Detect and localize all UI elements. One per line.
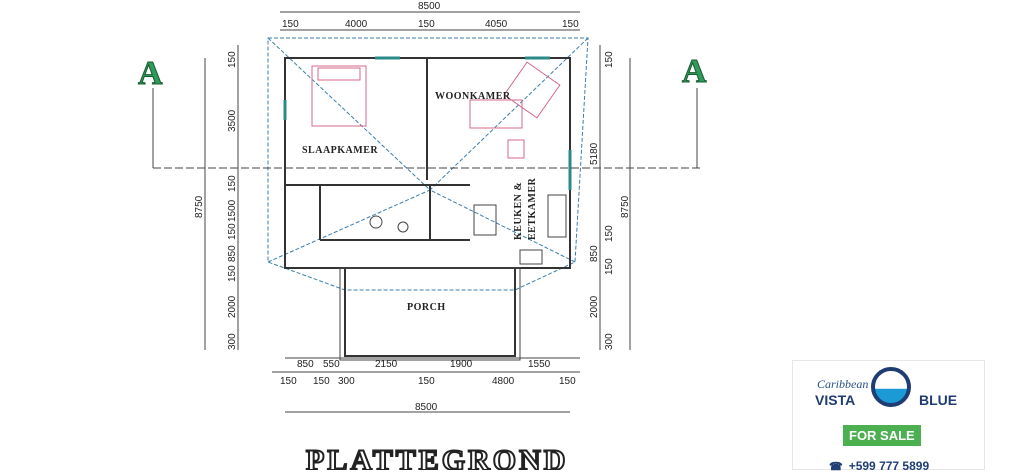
room-label-keuken: KEUKEN & <box>513 182 524 240</box>
room-label-slaapkamer: SLAAPKAMER <box>302 145 378 156</box>
bottom-dim-5: 1550 <box>528 359 551 370</box>
top-dim-2: 4000 <box>345 19 368 30</box>
roof-hip-line <box>267 189 431 263</box>
left-dim-4: 1500 <box>227 199 238 222</box>
bottom-dim-3: 2150 <box>375 359 398 370</box>
right-dim-6: 150 <box>604 258 615 275</box>
left-dim-3: 150 <box>227 175 238 192</box>
left-dim-1: 150 <box>227 51 238 68</box>
room-label-eetkamer: EETKAMER <box>527 177 538 240</box>
right-dim-4: 850 <box>589 245 600 262</box>
phone-number[interactable]: ☎ +599 777 5899 <box>829 459 929 473</box>
agency-badge[interactable]: Caribbean VISTA BLUE FOR SALE ☎ +599 777 … <box>792 360 985 473</box>
roof-hip-line <box>429 37 589 191</box>
right-total-dimension: 8750 <box>620 195 631 218</box>
kitchen-counter <box>547 194 567 238</box>
porch-edge <box>339 267 521 361</box>
brand-name-left: VISTA <box>815 392 856 408</box>
bottom-dim-10: 4800 <box>492 376 515 387</box>
bottom-dim-6: 150 <box>280 376 297 387</box>
brand-name-right: BLUE <box>919 392 958 408</box>
right-dim-1: 150 <box>604 51 615 68</box>
bed <box>311 65 367 127</box>
top-dim-5: 150 <box>562 19 579 30</box>
left-dim-7: 150 <box>227 265 238 282</box>
section-marker-left: A <box>138 55 163 92</box>
bottom-total-dimension: 8500 <box>415 402 438 413</box>
bottom-dim-7: 150 <box>313 376 330 387</box>
top-dim-3: 150 <box>418 19 435 30</box>
lounge-chair <box>503 61 561 119</box>
room-label-woonkamer: WOONKAMER <box>435 91 511 102</box>
sink <box>519 249 543 265</box>
plan-title: PLATTEGROND <box>306 444 568 470</box>
top-dim-1: 150 <box>282 19 299 30</box>
bottom-dim-4: 1900 <box>450 359 473 370</box>
left-dim-2: 3500 <box>227 109 238 132</box>
washbasin <box>397 221 409 233</box>
toilet <box>369 215 383 229</box>
for-sale-badge: FOR SALE <box>843 425 921 446</box>
bottom-dim-8: 300 <box>338 376 355 387</box>
bed-pillow <box>317 67 361 81</box>
room-label-porch: PORCH <box>407 302 446 313</box>
bottom-dim-9: 150 <box>418 376 435 387</box>
roof-hip-line <box>267 37 431 191</box>
phone-number-text: +599 777 5899 <box>848 459 930 473</box>
left-total-dimension: 8750 <box>194 195 205 218</box>
dining-table <box>469 99 523 129</box>
chair <box>507 139 525 159</box>
fridge <box>473 204 497 236</box>
left-dim-8: 2000 <box>227 295 238 318</box>
right-dim-7: 300 <box>604 333 615 350</box>
vista-blue-logo-mark <box>871 367 911 407</box>
brand-script-text: Caribbean <box>817 377 869 391</box>
bottom-dim-1: 850 <box>297 359 314 370</box>
top-total-dimension: 8500 <box>418 1 441 12</box>
section-marker-right: A <box>682 53 707 90</box>
right-dim-3: 150 <box>604 225 615 242</box>
left-dim-6: 850 <box>227 245 238 262</box>
top-dim-4: 4050 <box>485 19 508 30</box>
bottom-dim-2: 550 <box>323 359 340 370</box>
phone-icon: ☎ <box>829 461 843 473</box>
bottom-dim-11: 150 <box>559 376 576 387</box>
right-dim-2: 5180 <box>589 142 600 165</box>
roof-hip-line <box>429 189 576 263</box>
left-dim-9: 300 <box>227 333 238 350</box>
right-dim-5: 2000 <box>589 295 600 318</box>
left-dim-5: 150 <box>227 223 238 240</box>
